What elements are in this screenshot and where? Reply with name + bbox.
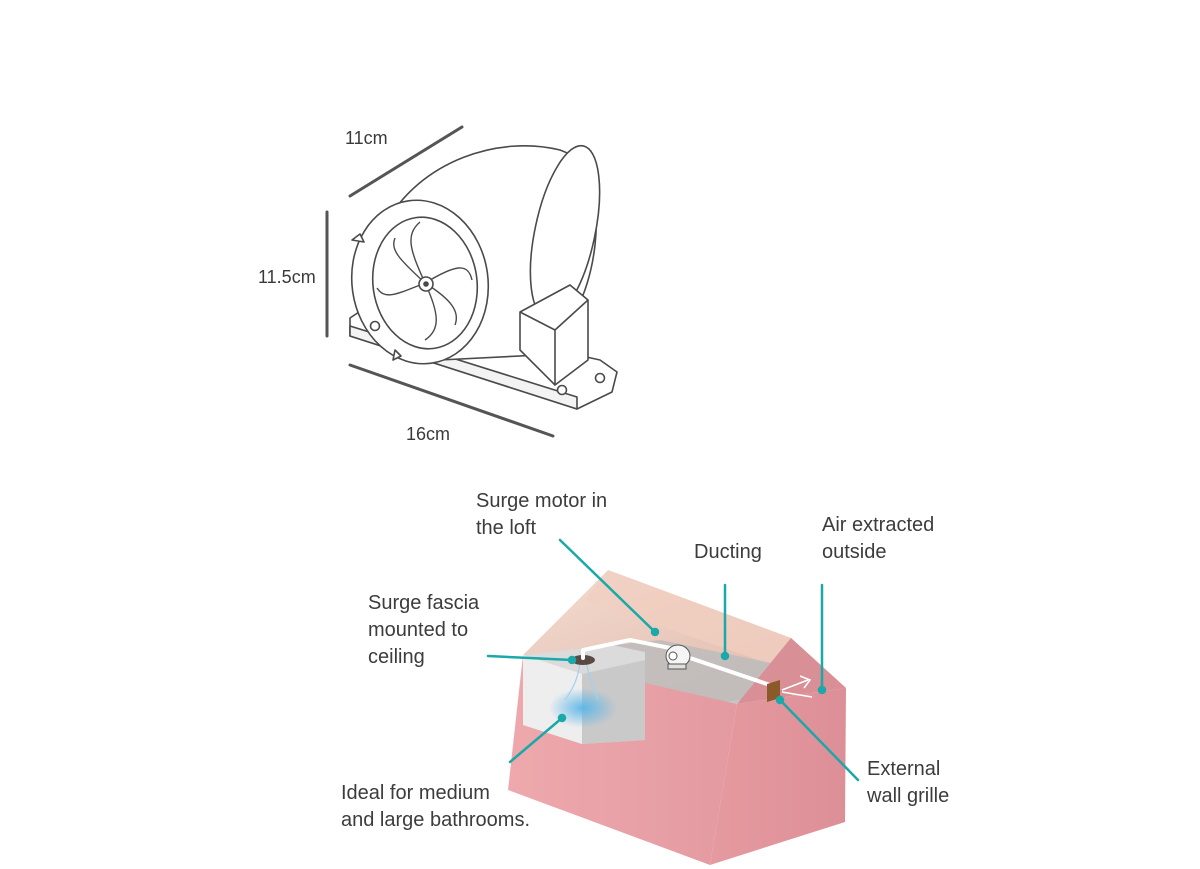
length-dimension-line [348,363,555,438]
ideal-leader-line [508,716,564,764]
depth-dimension-line [348,125,464,198]
length-label: 16cm [406,424,451,444]
inline-fan-illustration [349,144,618,410]
ideal-label: Ideal for medium and large bathrooms. [341,782,531,831]
air-label: Air extracted outside [822,514,935,563]
fascia-leader-line [486,654,574,662]
fan-mount-box [519,284,589,386]
wall-grille [767,680,780,702]
loft-motor [665,644,691,670]
ducting-path [581,638,772,687]
height-label: 11.5cm [258,267,316,287]
motor-leader-line [558,538,657,634]
house-illustration [508,570,846,865]
dimension-lines [325,125,555,438]
ducting-label: Ducting [694,541,762,563]
grille-label: External wall grille [867,758,950,807]
motor-label: Surge motor in the loft [476,490,608,539]
grille-leader-line [778,698,860,782]
fascia-label: Surge fascia mounted to ceiling [368,592,480,668]
depth-label: 11cm [345,128,388,148]
callout-lines [486,538,860,782]
